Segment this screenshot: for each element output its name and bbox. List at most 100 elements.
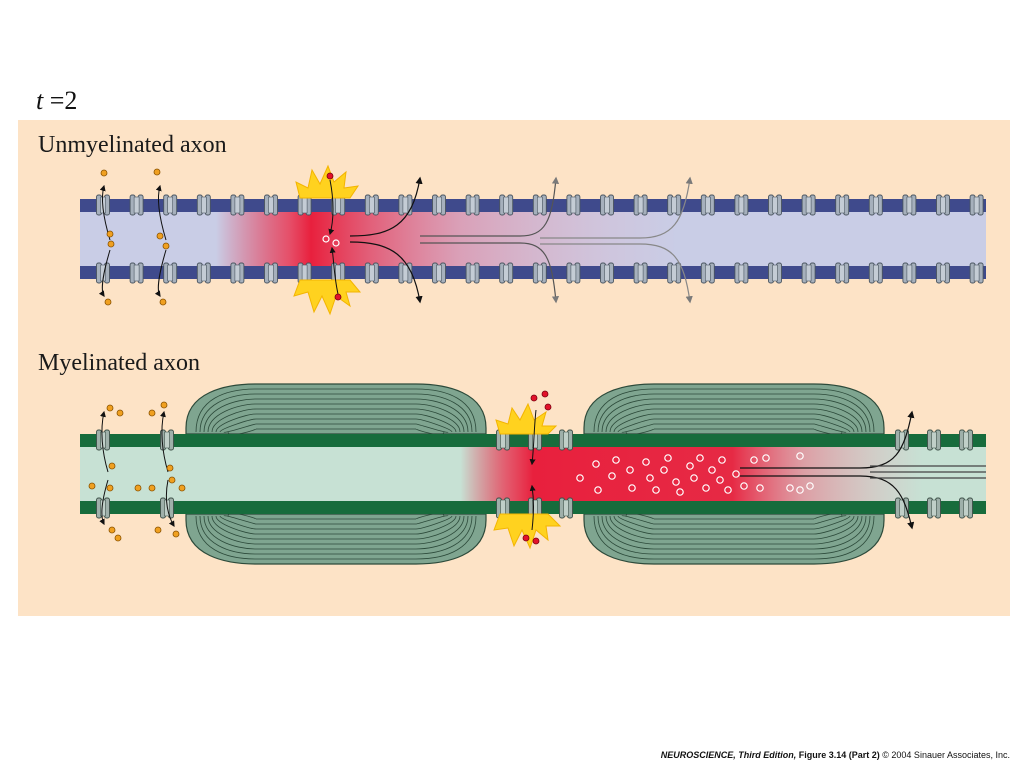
sodium-ion — [628, 484, 636, 492]
ion-channel-icon — [465, 262, 480, 284]
myelin-lamella — [199, 515, 473, 555]
ion-channel-icon — [700, 262, 715, 284]
ion-channel-icon — [432, 262, 446, 284]
ion-channel-icon — [559, 429, 573, 451]
sodium-ion — [642, 458, 650, 466]
myelin-lamella — [207, 403, 465, 433]
ion-channel-icon — [600, 262, 614, 284]
myelinated-potassium-ions — [88, 401, 186, 542]
sodium-ion — [762, 454, 770, 462]
ion-channel-icon — [196, 262, 211, 284]
myelin-lamella — [203, 398, 469, 433]
sodium-ion — [756, 484, 764, 492]
myelin-lamella — [211, 515, 461, 540]
myelinated-axon — [80, 383, 986, 565]
ion-channel-icon — [868, 194, 883, 216]
sodium-ion — [594, 486, 602, 494]
ion-channel-icon — [902, 262, 917, 284]
myelin-lamella — [195, 388, 477, 433]
myelinated-internal-ions — [576, 452, 814, 496]
copyright: © 2004 Sinauer Associates, Inc. — [882, 750, 1010, 760]
sodium-ion — [708, 466, 716, 474]
figure-caption: NEUROSCIENCE, Third Edition, Figure 3.14… — [661, 750, 1010, 760]
myelin-lamella — [211, 408, 461, 433]
myelinated-axon-label: Myelinated axon — [38, 350, 200, 376]
ion-channel-icon — [868, 262, 883, 284]
ion-channel-icon — [264, 194, 278, 216]
myelin-lamella — [621, 515, 847, 525]
myelin-lamella — [609, 515, 859, 540]
sodium-ion — [718, 456, 726, 464]
unmyelinated-axon-label: Unmyelinated axon — [38, 132, 227, 158]
myelin-lamella — [593, 515, 875, 560]
unmyelinated-depolarized-region — [80, 212, 986, 266]
myelin-lamella — [601, 398, 867, 433]
myelin-sheaths — [185, 383, 885, 565]
ion-channel-icon — [768, 194, 782, 216]
ion-channel-icon — [734, 194, 749, 216]
node-sodium-ions — [522, 390, 552, 545]
ion-channel-icon — [734, 262, 749, 284]
myelin-lamella — [199, 393, 473, 433]
ion-channel-icon — [927, 497, 941, 519]
ion-channel-icon — [835, 262, 850, 284]
ion-channel-icon — [600, 194, 614, 216]
node-spark-bottom — [493, 513, 562, 550]
unmyelinated-spark-top — [295, 164, 360, 199]
sodium-ion — [696, 454, 704, 462]
ion-channel-icon — [927, 429, 941, 451]
ion-channel-icon — [959, 497, 973, 519]
ion-channel-icon — [465, 194, 480, 216]
ion-channel-icon — [532, 262, 547, 284]
ion-channel-icon — [364, 194, 379, 216]
ion-channel-icon — [499, 262, 514, 284]
myelin-lamella — [223, 423, 449, 433]
sodium-ion — [676, 488, 684, 496]
time-variable: t — [36, 86, 44, 115]
myelin-lamella — [605, 515, 863, 545]
ion-channel-icon — [969, 194, 984, 216]
ion-channel-icon — [264, 262, 278, 284]
myelin-lamella — [613, 515, 855, 535]
sodium-ion — [732, 470, 740, 478]
node-spark-top — [495, 402, 558, 435]
myelinated-sodium-arrows — [529, 409, 537, 531]
sodium-ion — [686, 462, 694, 470]
ion-channel-icon — [936, 194, 950, 216]
ion-channel-icon — [835, 194, 850, 216]
sodium-ion — [672, 478, 680, 486]
myelin-lamella — [219, 418, 453, 433]
ion-channel-icon — [559, 497, 573, 519]
book-title: NEUROSCIENCE, Third Edition, — [660, 750, 797, 760]
unmyelinated-sodium-ions — [322, 172, 342, 301]
ion-channel-icon — [163, 194, 178, 216]
sodium-ion — [664, 454, 672, 462]
time-value: =2 — [43, 86, 78, 115]
ion-channel-icon — [959, 429, 973, 451]
myelin-lamella — [593, 388, 875, 433]
unmyelinated-potassium-ions — [100, 168, 170, 306]
time-label: t =2 — [36, 86, 77, 116]
myelin-lamella — [601, 515, 867, 550]
ion-channel-icon — [566, 194, 581, 216]
sodium-ion — [796, 486, 804, 494]
myelin-lamella — [605, 403, 863, 433]
unmyelinated-spark-bottom — [293, 279, 362, 316]
ion-channel-icon — [700, 194, 715, 216]
ion-channel-icon — [398, 194, 413, 216]
figure-number: Figure 3.14 (Part 2) — [798, 750, 880, 760]
myelin-lamella — [215, 515, 457, 535]
ion-channel-icon — [432, 194, 446, 216]
sodium-ion — [652, 486, 660, 494]
sodium-ion — [612, 456, 620, 464]
sodium-ion — [576, 474, 584, 482]
myelin-lamella — [621, 423, 847, 433]
sodium-ion — [608, 472, 616, 480]
myelin-lamella — [617, 515, 851, 530]
myelin-lamella — [597, 515, 871, 555]
ion-channel-icon — [196, 194, 211, 216]
ion-channel-icon — [902, 194, 917, 216]
ion-channel-icon — [499, 194, 514, 216]
myelin-lamella — [203, 515, 469, 550]
sodium-ion — [660, 466, 668, 474]
